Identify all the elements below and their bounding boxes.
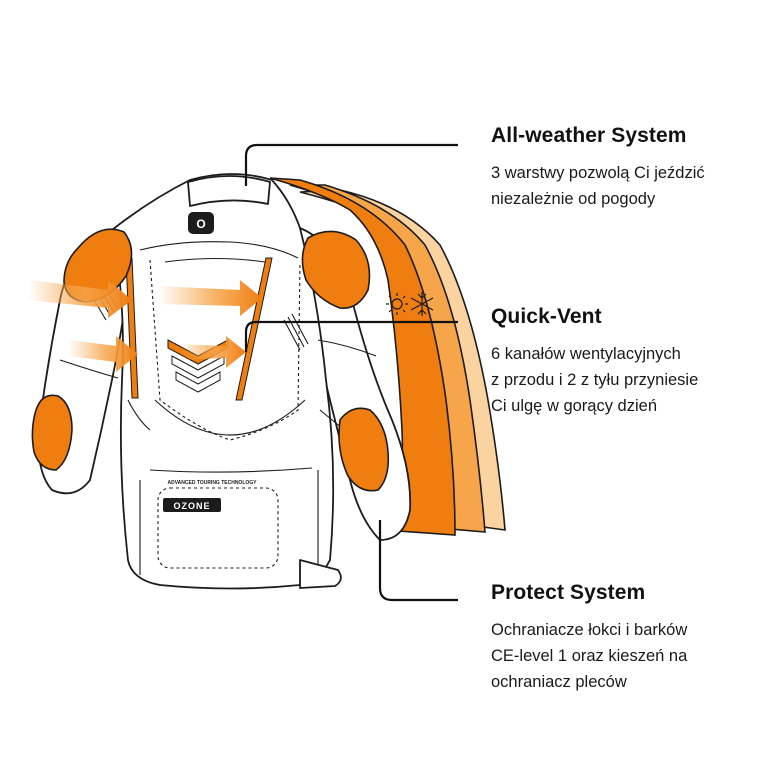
feature-line: ochraniacz pleców	[491, 673, 627, 691]
brand-logo-back: OZONE	[163, 498, 221, 512]
feature-line: niezależnie od pogody	[491, 190, 656, 208]
feature-all-weather: All-weather System 3 warstwy pozwolą Ci …	[491, 124, 705, 212]
feature-line: 6 kanałów wentylacyjnych	[491, 345, 681, 363]
svg-text:O: O	[196, 217, 205, 231]
elbow-protector-left	[31, 394, 73, 471]
svg-text:OZONE: OZONE	[173, 501, 210, 511]
feature-title: All-weather System	[491, 124, 687, 147]
feature-title: Quick-Vent	[491, 305, 602, 328]
shoulder-protector-right	[301, 230, 371, 309]
vent-right	[235, 257, 273, 401]
feature-title: Protect System	[491, 581, 646, 604]
feature-line: Ochraniacze łokci i barków	[491, 621, 688, 639]
airflow-arrow	[158, 280, 262, 316]
jacket-hem-tab	[299, 559, 342, 589]
protectors	[31, 228, 390, 492]
sun-icon	[386, 293, 408, 315]
feature-protect-system: Protect System Ochraniacze łokci i barkó…	[491, 581, 687, 695]
jacket-collar	[187, 175, 271, 207]
airflow-arrow	[28, 280, 132, 318]
feature-line: z przodu i 2 z tyłu przyniesie	[491, 371, 699, 389]
callout-line-quick-vent	[244, 320, 458, 352]
callout-lines	[244, 143, 458, 602]
feature-quick-vent: Quick-Vent 6 kanałów wentylacyjnych z pr…	[491, 305, 698, 419]
feature-line: 3 warstwy pozwolą Ci jeździć	[491, 164, 705, 182]
snowflake-icon	[410, 292, 434, 316]
brand-logo-collar: O	[188, 212, 214, 234]
feature-line: Ci ulgę w gorący dzień	[491, 397, 657, 415]
callout-line-protect	[378, 520, 458, 602]
callout-line-all-weather	[244, 143, 458, 186]
brand-tagline: ADVANCED TOURING TECHNOLOGY	[168, 480, 258, 486]
airflow-arrow	[68, 336, 138, 372]
airflow-arrows	[28, 280, 262, 372]
jacket-torso	[111, 173, 335, 590]
airflow-arrow	[178, 336, 246, 368]
feature-line: CE-level 1 oraz kieszeń na	[491, 647, 688, 665]
elbow-protector-right	[338, 407, 390, 492]
